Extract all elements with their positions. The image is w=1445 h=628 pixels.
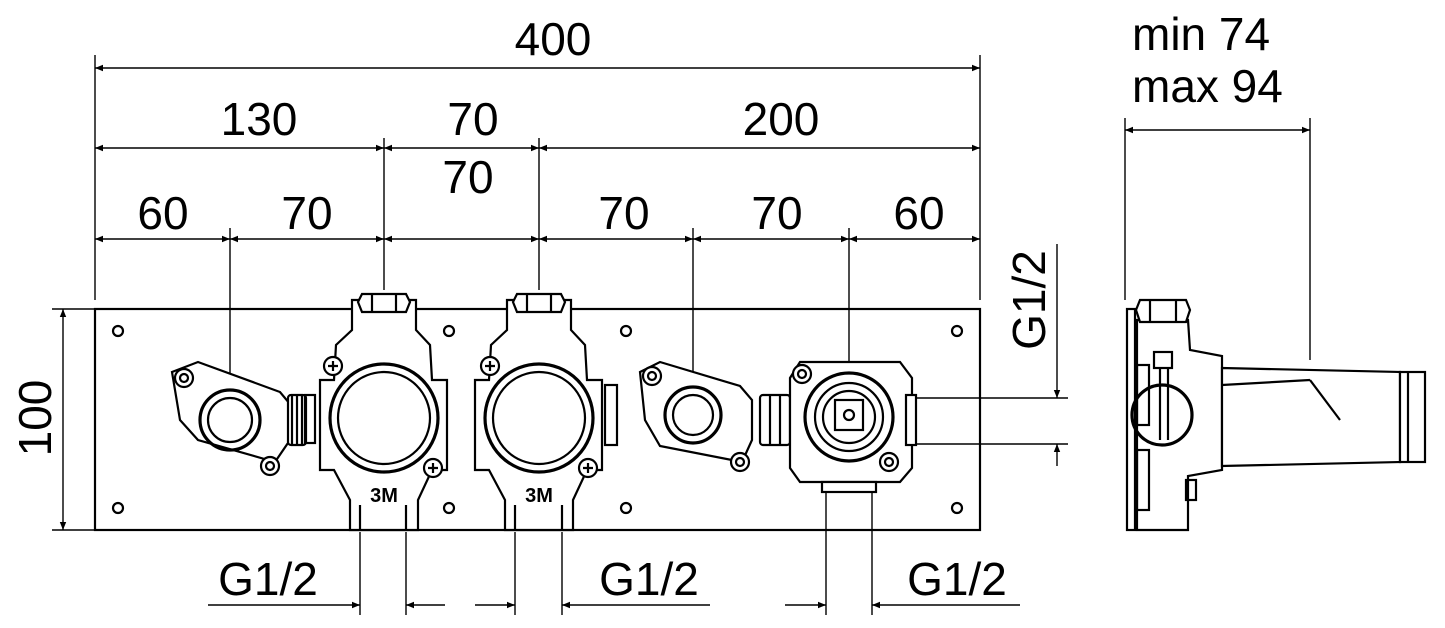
depth-min-label: min 74 [1132, 8, 1270, 60]
connection-label-right: G1/2 [1003, 250, 1055, 350]
dim-segment-130: 130 [221, 93, 298, 145]
dim-segment-60-right: 60 [893, 187, 944, 239]
dim-overall-width: 400 [515, 13, 592, 65]
dim-segment-70-repeat: 70 [442, 151, 493, 203]
dim-segment-70-upper: 70 [447, 93, 498, 145]
dimension-labels: 400 130 70 200 70 60 70 70 70 60 100 G1/… [9, 8, 1283, 605]
valve-marking-2: 3M [525, 485, 553, 507]
valve-body-1: 3M [303, 292, 449, 532]
right-elbow-fitting [638, 360, 792, 473]
side-view [1124, 118, 1427, 532]
dim-segment-70-a: 70 [281, 187, 332, 239]
left-elbow-fitting [170, 360, 308, 477]
diverter-cartridge [788, 360, 918, 494]
valve-marking-1: 3M [370, 485, 398, 507]
dim-height: 100 [9, 380, 61, 457]
dim-segment-70-b: 70 [598, 187, 649, 239]
depth-max-label: max 94 [1132, 60, 1283, 112]
dim-segment-60-left: 60 [137, 187, 188, 239]
dimension-lines [52, 55, 1068, 615]
connection-label-bottom-3: G1/2 [907, 553, 1007, 605]
connection-label-bottom-2: G1/2 [599, 553, 699, 605]
valve-body-2: 3M [473, 292, 619, 532]
dim-segment-70-c: 70 [751, 187, 802, 239]
dim-segment-200: 200 [743, 93, 820, 145]
connection-label-bottom-1: G1/2 [218, 553, 318, 605]
